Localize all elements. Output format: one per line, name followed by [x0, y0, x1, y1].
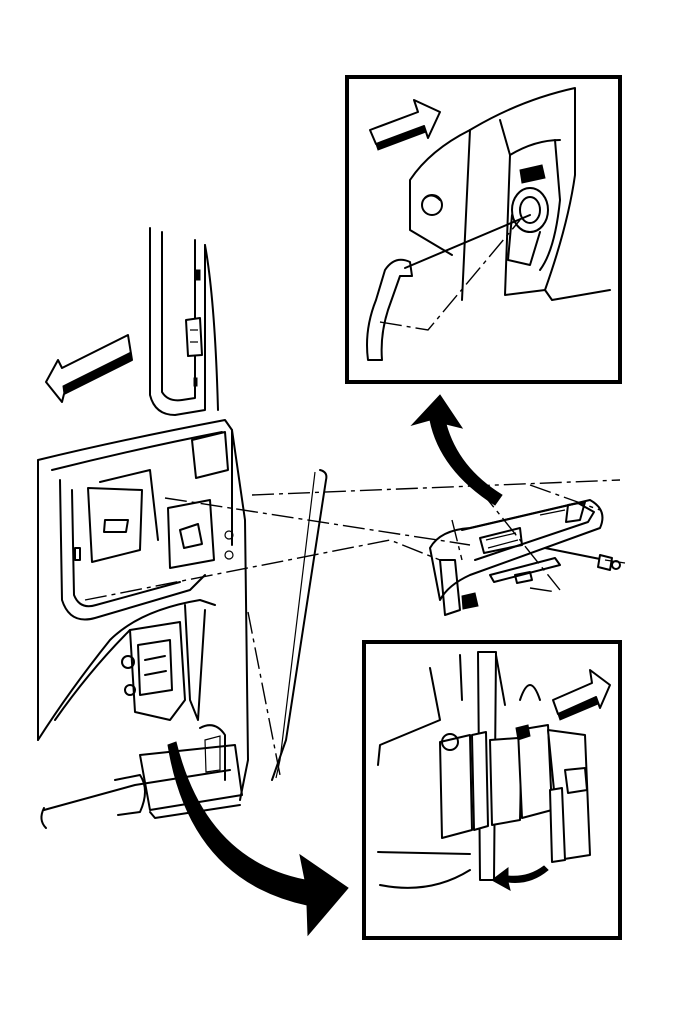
- forward-arrow-icon: [552, 669, 611, 721]
- curved-arrow-icon: [167, 741, 349, 937]
- alignment-lines: [84, 479, 621, 601]
- detail-view-top: [345, 75, 622, 384]
- forward-arrow-icon: [45, 334, 133, 403]
- door-panel-main-view: [37, 227, 328, 829]
- detail-view-bottom: [362, 640, 622, 940]
- curved-arrow-icon: [410, 394, 503, 506]
- forward-arrow-icon: [369, 99, 441, 151]
- inside-handle-assembly: [429, 499, 626, 616]
